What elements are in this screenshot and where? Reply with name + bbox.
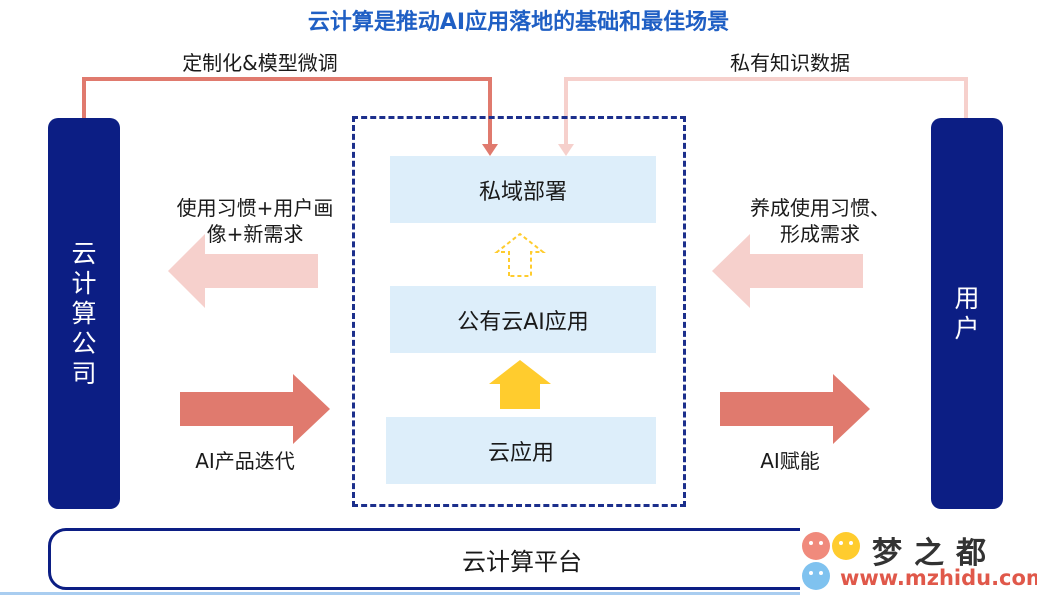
- customization-connector: [82, 77, 492, 146]
- user-habit-line-2: 像+新需求: [206, 222, 304, 246]
- user-habit-line-1: 使用习惯+用户画: [176, 196, 334, 220]
- ai-empower-label: AI赋能: [760, 449, 820, 473]
- demand-forming-label: 养成使用习惯、 形成需求: [720, 195, 920, 247]
- left-feedback-arrow: [168, 234, 318, 308]
- public-cloud-ai-box: 公有云AI应用: [390, 286, 656, 353]
- watermark-name: 梦之都: [872, 536, 998, 571]
- private-deployment-box: 私域部署: [390, 156, 656, 223]
- right-feedback-arrow: [712, 234, 863, 308]
- private-data-connector: [564, 77, 968, 146]
- cloud-platform-label: 云计算平台: [462, 547, 582, 576]
- bottom-divider: [0, 592, 1037, 595]
- private-data-arrowhead: [558, 144, 574, 156]
- cloud-app-box: 云应用: [386, 417, 656, 484]
- customization-arrowhead: [482, 144, 498, 156]
- watermark-logo-icon: [802, 532, 860, 590]
- deployment-container: [352, 116, 686, 507]
- demand-forming-line-2: 形成需求: [780, 222, 860, 246]
- public-cloud-ai-label: 公有云AI应用: [457, 309, 589, 335]
- cloud-company-label: 云计算公司: [71, 238, 97, 388]
- user-label: 用户: [954, 283, 980, 343]
- right-empower-arrow: [720, 374, 870, 444]
- upgrade-arrow-dashed: [494, 232, 546, 277]
- diagram-title: 云计算是推动AI应用落地的基础和最佳场景: [307, 10, 730, 35]
- left-iteration-arrow: [180, 374, 330, 444]
- private-deployment-label: 私域部署: [478, 179, 567, 205]
- user-habit-label: 使用习惯+用户画 像+新需求: [150, 195, 360, 247]
- watermark: 梦之都 www.mzhidu.com: [800, 526, 1037, 597]
- cloud-app-label: 云应用: [487, 440, 554, 466]
- cloud-company-pillar: 云计算公司: [48, 118, 120, 509]
- customization-label: 定制化&模型微调: [182, 51, 338, 75]
- private-data-label: 私有知识数据: [730, 51, 850, 75]
- ai-iteration-label: AI产品迭代: [195, 449, 295, 473]
- watermark-url: www.mzhidu.com: [840, 566, 1037, 590]
- upgrade-arrow-solid: [489, 360, 551, 409]
- user-pillar: 用户: [931, 118, 1003, 509]
- demand-forming-line-1: 养成使用习惯、: [750, 196, 890, 220]
